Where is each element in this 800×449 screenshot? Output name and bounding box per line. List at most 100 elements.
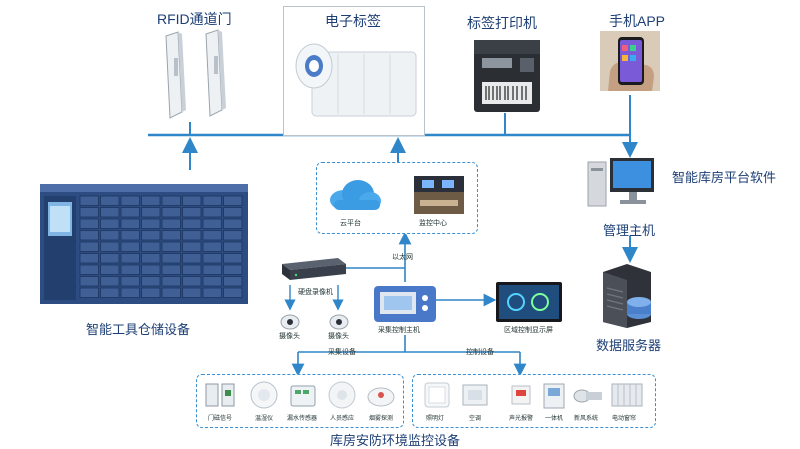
monitor-center-label: 监控中心 bbox=[419, 220, 447, 227]
cabinet-drawer bbox=[100, 264, 120, 275]
cabinet-drawer bbox=[100, 230, 120, 241]
environment-monitoring-label: 库房安防环境监控设备 bbox=[330, 433, 461, 448]
cabinet-drawer bbox=[202, 207, 222, 218]
data-server-label: 数据服务器 bbox=[596, 338, 662, 353]
cabinet-drawer bbox=[120, 253, 140, 264]
cabinet-drawer bbox=[141, 230, 161, 241]
mobile-app-label: 手机APP bbox=[609, 13, 666, 29]
cabinet-drawer bbox=[223, 230, 243, 241]
cabinet-drawer bbox=[141, 276, 161, 287]
cabinet-drawer bbox=[223, 287, 243, 298]
cabinet-drawer bbox=[79, 195, 99, 206]
nvr-image bbox=[282, 258, 346, 280]
cabinet-drawer bbox=[161, 241, 181, 252]
acq-item-1: 门磁信号 bbox=[208, 416, 233, 422]
motion-sensor-icon bbox=[328, 381, 356, 409]
cabinet-drawer bbox=[161, 276, 181, 287]
cabinet-drawer bbox=[161, 195, 181, 206]
e-label-roll-image bbox=[295, 43, 417, 117]
data-server-image bbox=[603, 264, 651, 328]
tool-storage-label: 智能工具仓储设备 bbox=[86, 322, 191, 337]
acq-item-2: 温湿仪 bbox=[255, 416, 274, 422]
cabinet-drawer bbox=[120, 230, 140, 241]
cabinet-drawer bbox=[141, 195, 161, 206]
camera-1-label: 摄像头 bbox=[279, 333, 300, 340]
cabinet-drawer bbox=[223, 264, 243, 275]
cabinet-drawer bbox=[223, 207, 243, 218]
acq-item-3: 漏水传感器 bbox=[287, 416, 318, 422]
cabinet-drawer bbox=[202, 287, 222, 298]
acquisition-host-image bbox=[374, 286, 436, 322]
cloud-icon bbox=[330, 180, 381, 210]
cabinet-drawer bbox=[79, 287, 99, 298]
ctrl-item-1: 照明灯 bbox=[426, 416, 445, 422]
fresh-air-system-icon bbox=[573, 389, 602, 403]
mobile-phone-image bbox=[600, 31, 660, 91]
cabinet-drawer bbox=[100, 207, 120, 218]
cabinet-drawer bbox=[141, 253, 161, 264]
cabinet-drawer bbox=[202, 218, 222, 229]
cabinet-drawer bbox=[161, 218, 181, 229]
cabinet-drawer bbox=[223, 253, 243, 264]
cabinet-drawer bbox=[202, 241, 222, 252]
rfid-gate-image bbox=[165, 29, 226, 119]
cabinet-drawer bbox=[100, 218, 120, 229]
ethernet-label: 以太网 bbox=[392, 254, 413, 261]
cabinet-drawer bbox=[202, 276, 222, 287]
sound-light-alarm-icon bbox=[511, 385, 531, 405]
electric-curtain-icon bbox=[611, 383, 643, 407]
acquisition-devices-label: 采集设备 bbox=[328, 349, 356, 356]
light-icon bbox=[424, 382, 450, 408]
cabinet-drawer bbox=[182, 264, 202, 275]
cabinet-drawer bbox=[79, 241, 99, 252]
cabinet-drawer bbox=[182, 241, 202, 252]
cabinet-drawer bbox=[202, 195, 222, 206]
water-leak-sensor-icon bbox=[290, 385, 316, 407]
cabinet-drawer bbox=[141, 207, 161, 218]
cabinet-drawer bbox=[120, 195, 140, 206]
cloud-platform-label: 云平台 bbox=[340, 220, 361, 227]
cabinet-drawer bbox=[223, 195, 243, 206]
control-devices-label: 控制设备 bbox=[466, 349, 494, 356]
tool-storage-cabinet-image bbox=[40, 184, 248, 304]
camera-2-icon bbox=[329, 314, 349, 330]
cabinet-drawer bbox=[141, 241, 161, 252]
rfid-gate-label: RFID通道门 bbox=[157, 11, 232, 27]
cabinet-drawer bbox=[161, 287, 181, 298]
cabinet-drawer bbox=[120, 264, 140, 275]
cabinet-drawer bbox=[120, 241, 140, 252]
air-conditioner-icon bbox=[462, 384, 488, 406]
cabinet-drawer bbox=[161, 253, 181, 264]
cabinet-drawer bbox=[100, 241, 120, 252]
cabinet-drawer bbox=[120, 276, 140, 287]
cabinet-drawer bbox=[161, 230, 181, 241]
cabinet-drawer bbox=[100, 287, 120, 298]
cabinet-drawer bbox=[182, 195, 202, 206]
cabinet-drawer bbox=[120, 207, 140, 218]
nvr-label: 硬盘录像机 bbox=[298, 289, 333, 296]
cabinet-drawer bbox=[100, 195, 120, 206]
camera-1-icon bbox=[280, 314, 300, 330]
management-host-label: 管理主机 bbox=[603, 223, 656, 238]
cabinet-drawer bbox=[223, 218, 243, 229]
monitor-center-image bbox=[414, 176, 464, 214]
cabinet-drawer bbox=[161, 207, 181, 218]
cabinet-drawer bbox=[100, 276, 120, 287]
acq-item-4: 人员感应 bbox=[330, 416, 355, 422]
management-host-image bbox=[587, 158, 654, 207]
cabinet-drawer bbox=[141, 218, 161, 229]
thermo-hygrometer-icon bbox=[250, 381, 278, 409]
ctrl-item-6: 电动窗帘 bbox=[612, 416, 637, 422]
cabinet-drawer bbox=[79, 207, 99, 218]
cabinet-drawer bbox=[182, 253, 202, 264]
cabinet-drawer bbox=[79, 218, 99, 229]
cabinet-drawer bbox=[223, 241, 243, 252]
cabinet-drawer bbox=[182, 207, 202, 218]
smoke-detector-icon bbox=[367, 387, 395, 407]
acq-item-5: 烟雾探测 bbox=[369, 416, 394, 422]
cabinet-drawer bbox=[182, 276, 202, 287]
ctrl-item-5: 新风系统 bbox=[574, 416, 599, 422]
acquisition-host-label: 采集控制主机 bbox=[378, 327, 420, 334]
all-in-one-machine-icon bbox=[543, 383, 565, 409]
cabinet-drawer bbox=[182, 218, 202, 229]
